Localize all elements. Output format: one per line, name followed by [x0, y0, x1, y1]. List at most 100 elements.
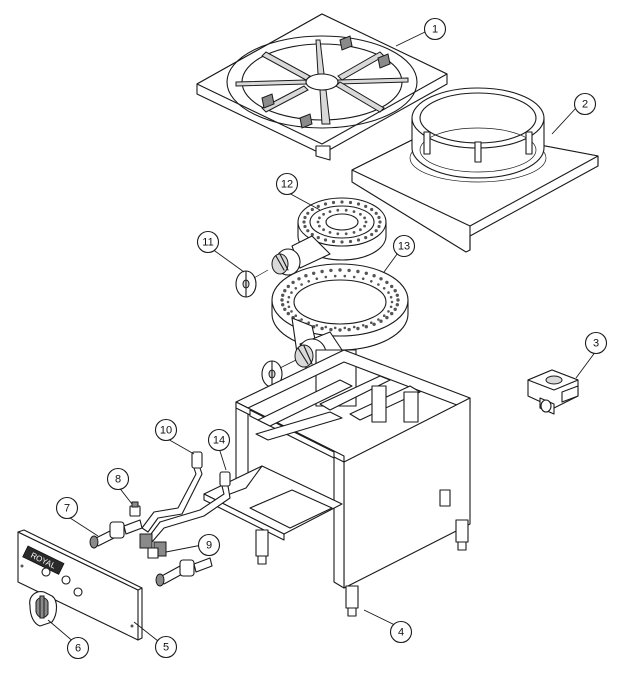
burner-port — [359, 212, 362, 216]
burner-port — [343, 274, 347, 278]
burner-port — [361, 277, 365, 281]
burner-port — [287, 305, 291, 309]
burner-port — [290, 310, 293, 313]
burner-port — [379, 277, 383, 281]
burner-port — [343, 326, 347, 330]
svg-text:14: 14 — [213, 435, 225, 447]
burner-port — [340, 240, 344, 244]
air-shutter-small — [235, 269, 269, 298]
gas-regulator — [527, 369, 579, 415]
burner-port — [324, 275, 328, 279]
burner-port — [316, 236, 320, 240]
burner-port — [393, 289, 397, 293]
burner-port — [372, 322, 376, 326]
burner-port — [379, 319, 383, 323]
callout-6: 6 — [66, 636, 90, 660]
burner-port — [370, 280, 373, 283]
front-panel: ROYAL — [17, 529, 143, 641]
burner-port — [316, 220, 320, 224]
burner-port — [347, 327, 351, 332]
burner-port — [303, 224, 307, 229]
gas-valve-left — [89, 519, 143, 549]
burner-port — [303, 215, 307, 220]
burner-port — [318, 216, 321, 220]
svg-text:3: 3 — [593, 338, 599, 350]
burner-port — [385, 315, 389, 320]
burner-port — [291, 280, 295, 285]
burner-port — [344, 208, 348, 212]
svg-text:2: 2 — [582, 99, 588, 111]
burner-port — [352, 210, 356, 214]
burner-port — [390, 300, 394, 304]
burner-port — [294, 314, 298, 318]
burner-port — [340, 200, 344, 204]
burner-port — [281, 303, 285, 307]
burner-port — [348, 239, 353, 244]
svg-text:7: 7 — [64, 503, 70, 515]
callout-1: 1 — [423, 17, 447, 41]
callout-8: 8 — [106, 467, 130, 491]
callout-10: 10 — [154, 418, 178, 442]
svg-text:9: 9 — [206, 540, 212, 552]
callout-3: 3 — [584, 331, 608, 355]
burner-port — [316, 204, 320, 208]
burner-port — [307, 280, 311, 283]
burner-port — [315, 324, 319, 327]
burner-port — [280, 298, 284, 302]
burner-port — [323, 238, 328, 242]
burner-port — [395, 293, 399, 297]
burner-port — [377, 318, 380, 321]
burner-port — [347, 268, 351, 273]
burner-port — [364, 236, 368, 240]
burner-port — [324, 325, 328, 329]
svg-text:10: 10 — [160, 425, 172, 437]
burner-port — [338, 328, 342, 332]
burner-port — [338, 268, 342, 272]
burner-port — [300, 283, 303, 286]
burner-port — [393, 307, 397, 311]
callout-4: 4 — [389, 620, 413, 644]
callout-7: 7 — [55, 496, 79, 520]
pilot-tube — [141, 451, 203, 533]
burner-port — [328, 231, 332, 234]
burner-port — [331, 200, 336, 205]
burner-port — [333, 274, 337, 278]
burner-port — [306, 211, 310, 215]
burner-port — [310, 232, 314, 237]
manifold-fitting — [139, 533, 167, 559]
burner-port — [318, 224, 321, 228]
burner-port — [344, 232, 348, 236]
burner-port — [294, 287, 298, 290]
burner-port — [372, 274, 376, 278]
burner-port — [377, 224, 381, 229]
burner-port — [370, 207, 374, 212]
burner-port — [312, 271, 316, 275]
svg-text:1: 1 — [432, 24, 438, 36]
burner-port — [395, 303, 399, 307]
burner-port — [307, 321, 311, 325]
burner-port — [356, 202, 361, 206]
burner-port — [363, 224, 366, 228]
burner-port — [310, 207, 314, 212]
burner-port — [356, 269, 360, 274]
burner-port — [352, 231, 356, 234]
burner-port — [377, 215, 381, 220]
burner-port — [377, 283, 380, 286]
burner-port — [297, 277, 301, 281]
burner-port — [320, 326, 324, 331]
burner-port — [302, 220, 306, 224]
burner-port — [356, 238, 361, 242]
callout-12: 12 — [275, 172, 299, 196]
burner-port — [281, 293, 285, 297]
callout-2: 2 — [573, 92, 597, 116]
burner-port — [359, 228, 362, 232]
burner-port — [374, 211, 378, 215]
outer-ring-burner — [271, 263, 409, 407]
burner-port — [348, 200, 353, 205]
burner-port — [286, 284, 290, 289]
burner-port — [286, 300, 290, 304]
gas-valve-right — [155, 557, 213, 587]
orifice — [129, 501, 141, 517]
top-ring-plate — [351, 87, 599, 253]
